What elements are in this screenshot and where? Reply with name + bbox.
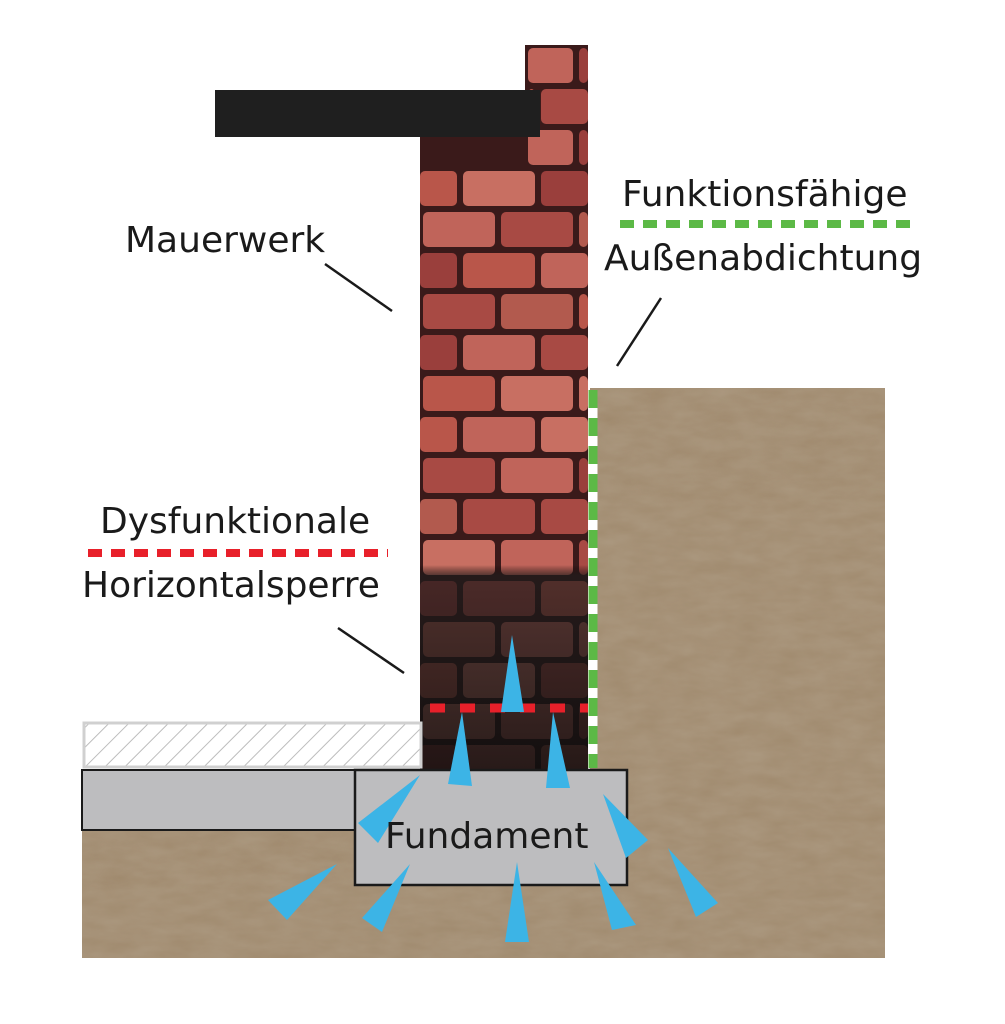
brick [528,130,573,165]
brick [463,499,535,534]
brick [463,335,535,370]
moisture-arrow-icon [505,862,529,942]
brick [541,89,588,124]
foundation-block [353,768,629,887]
brick [463,253,535,288]
brick [423,458,495,493]
brick [501,294,573,329]
label-damp-course-2: Horizontalsperre [82,565,380,606]
brick [420,417,457,452]
brick [541,335,588,370]
brick [541,253,588,288]
floor-screed [82,721,423,769]
brick [528,48,573,83]
moisture-arrow-icon [448,712,472,786]
brick [541,499,588,534]
damp-zone [420,565,588,770]
brick [579,294,588,329]
leader-masonry [324,262,393,313]
brick [423,294,495,329]
brick [463,171,535,206]
moisture-arrow-icon [362,864,410,932]
brick [501,212,573,247]
brick [541,171,588,206]
label-masonry: Mauerwerk [125,220,325,261]
ceiling-slab [215,90,540,137]
label-foundation: Fundament [385,816,588,857]
brick [579,130,588,165]
brick [579,48,588,83]
moisture-arrow-icon [546,712,570,788]
label-exterior-seal-2: Außenabdichtung [604,238,922,279]
brick [423,376,495,411]
brick [463,417,535,452]
moisture-arrow-icon [501,635,524,712]
brick [579,458,588,493]
brick [420,335,457,370]
brick [579,376,588,411]
brick [420,499,457,534]
leader-damp-course [337,626,405,675]
floor-slab [81,769,373,831]
brick [541,417,588,452]
label-damp-course-1: Dysfunktionale [100,501,370,542]
moisture-arrow-icon [603,794,648,858]
brick [420,171,457,206]
brick [420,253,457,288]
moisture-arrow-icon [668,848,718,917]
moisture-arrow-icon [594,862,636,930]
brick [501,376,573,411]
moisture-arrow-icon [268,864,337,920]
label-exterior-seal-1: Funktionsfähige [622,174,908,215]
brick [423,212,495,247]
moisture-arrows [268,635,718,942]
brick [501,458,573,493]
brick [579,212,588,247]
leader-exterior-seal [615,297,663,367]
moisture-arrow-icon [358,775,420,843]
